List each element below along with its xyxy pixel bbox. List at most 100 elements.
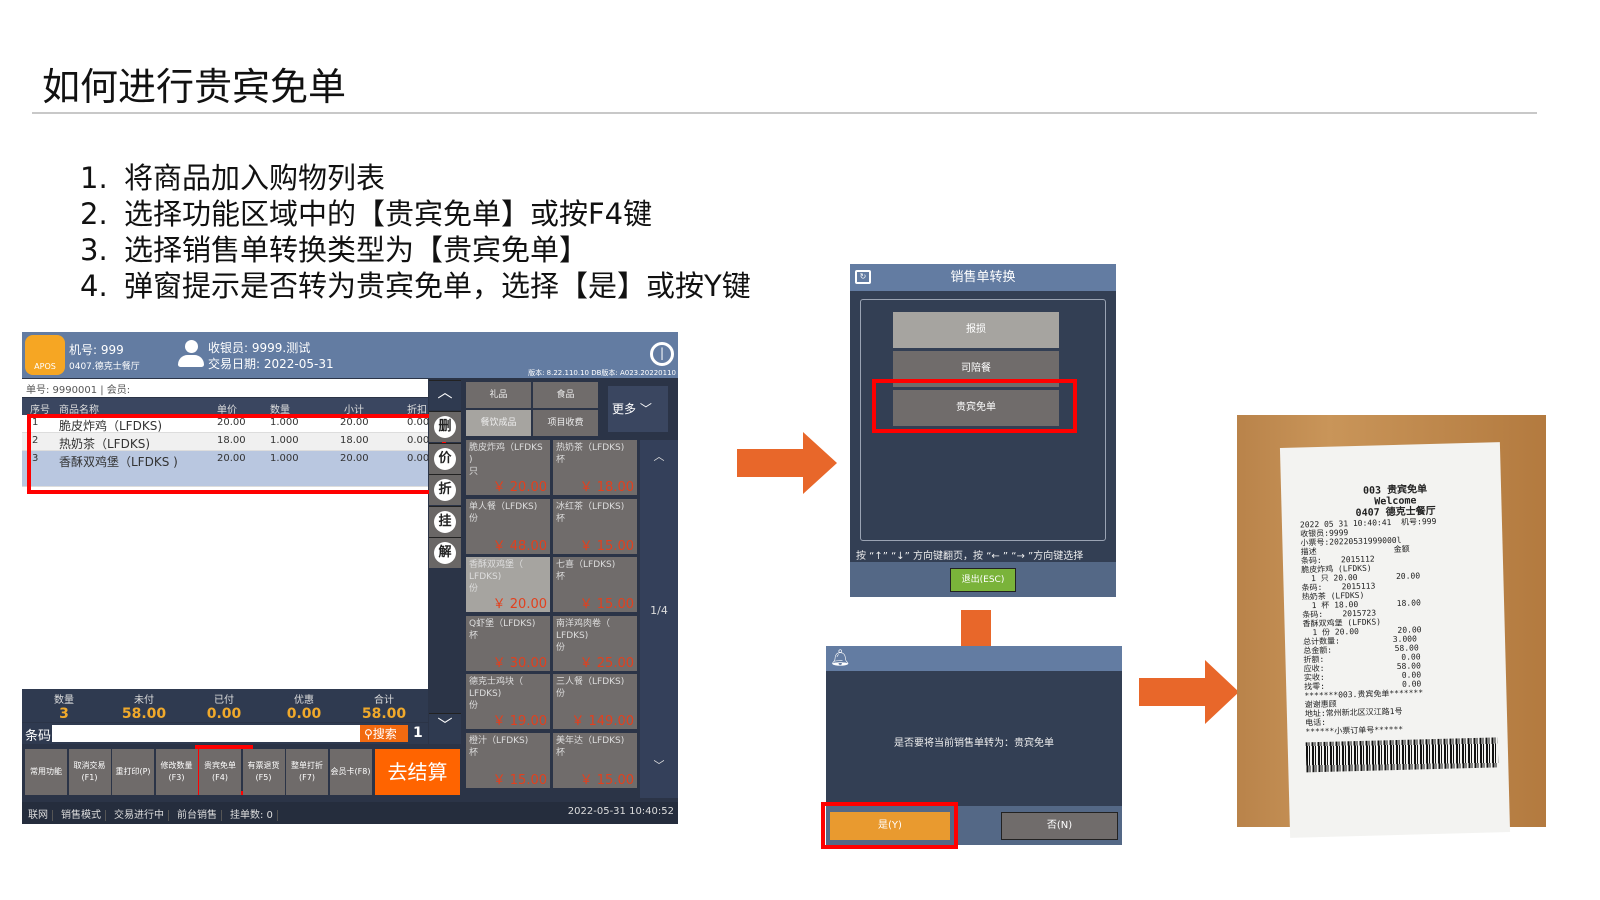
product-unit: 份 [469,701,479,711]
step-item: 4.弹窗提示是否转为贵宾免单，选择【是】或按Y键 [80,268,751,304]
cell-name: 香酥双鸡堡（LFDKS ) [59,455,178,469]
category-tab[interactable]: 食品 [533,382,598,408]
category-tab[interactable]: 项目收费 [533,410,598,436]
function-button[interactable]: 贵宾免单 (F4) [199,749,241,795]
function-button[interactable]: 修改数量 (F3) [155,749,198,795]
summary-value: 58.00 [361,706,407,722]
arrow-right-icon [1139,660,1239,724]
product-tile[interactable]: 冰红茶（LFDKS)杯￥ 15.00 [553,498,637,554]
cell-disc: 0.00 [407,453,430,464]
cell-price: 20.00 [217,453,246,464]
product-price: ￥ 15.00 [579,597,634,612]
summary-label: 优惠 [294,695,314,706]
function-button[interactable]: 常用功能 [25,749,67,795]
cell-disc: 0.00 [407,435,430,446]
confirm-message: 是否要将当前销售单转为：贵宾免单 [894,738,1054,749]
product-price: ￥ 20.00 [492,480,547,495]
search-button[interactable]: ⚲搜索 [360,725,408,742]
product-tile[interactable]: 三人餐（LFDKS)份￥ 149.00 [553,674,637,729]
column-header: 折扣 [407,405,427,416]
page-up-button[interactable]: ︿ [653,450,665,463]
product-unit: 杯 [469,630,479,641]
cell-no: 2 [32,435,39,446]
checkout-button[interactable]: 去结算 [375,749,460,795]
product-price: ￥ 30.00 [492,655,547,671]
step-number: 2. [80,197,108,231]
status-item: 前台销售 [177,810,222,821]
option-vip-free[interactable]: 贵宾免单 [893,390,1059,426]
side-button[interactable]: 删 [429,411,461,442]
power-icon[interactable]: | [650,342,674,366]
function-button[interactable]: 重打印(P) [112,749,154,795]
bell-icon: 🔔︎ [830,648,851,667]
yes-button[interactable]: 是(Y) [830,812,950,840]
product-name: 七喜（LFDKS) [556,560,616,570]
side-button-label: 价 [434,447,456,470]
convert-dialog: ↻ 销售单转换 报损 司陪餐 贵宾免单 按 “↑” “↓” 方向键翻页，按 “←… [850,264,1116,597]
product-tile[interactable]: 德克士鸡块（ LFDKS)份￥ 19.00 [466,674,550,729]
confirm-title-bar: 🔔︎ [826,646,1122,671]
function-button[interactable]: 取消交易 (F1) [68,749,111,795]
summary-label: 未付 [134,695,154,706]
more-button[interactable]: 更多 ﹀ [608,386,668,432]
receipt-barcode [1305,737,1499,773]
apos-logo: APOS [25,335,65,375]
product-tile[interactable]: 脆皮炸鸡（LFDKS )只￥ 20.00 [466,440,550,495]
step-text: 选择功能区域中的【贵宾免单】或按F4键 [124,197,653,231]
highlight-vip-option [872,379,1077,433]
product-tile[interactable]: 美年达（LFDKS)杯￥ 15.00 [553,732,637,788]
side-button[interactable]: 解 [429,537,461,568]
highlight-yes [821,802,958,849]
product-price: ￥ 15.00 [579,772,634,788]
title-divider [32,112,1537,114]
product-price: ￥ 19.00 [492,714,547,729]
product-tile[interactable]: 七喜（LFDKS)杯￥ 15.00 [553,557,637,612]
order-info: 单号: 9990001 | 会员: [22,379,428,397]
product-tile[interactable]: 单人餐（LFDKS)份￥ 48.00 [466,498,550,554]
no-button[interactable]: 否(N) [1001,812,1118,840]
barcode-input[interactable] [52,725,360,742]
function-button[interactable]: 会员卡(F8) [329,749,372,795]
function-button[interactable]: 有票退货 (F5) [242,749,285,795]
barcode-row: 条码 ⚲搜索 1 [22,723,428,744]
scroll-up-button[interactable]: ︿ [429,380,461,410]
product-tile[interactable]: 香酥双鸡堡（ LFDKS)份￥ 20.00 [466,557,550,612]
product-name: 热奶茶（LFDKS) [556,443,625,453]
product-unit: 杯 [556,513,566,524]
product-tile[interactable]: Q虾堡（LFDKS)杯￥ 30.00 [466,615,550,671]
cell-qty: 1.000 [270,417,299,428]
product-price: ￥ 25.00 [579,655,634,671]
step-text: 将商品加入购物列表 [124,161,386,195]
step-item: 2. 选择功能区域中的【贵宾免单】或按F4键 [80,196,751,232]
product-pager: ︿ 1/4 ﹀ [640,440,678,798]
product-name: 美年达（LFDKS) [556,735,625,746]
product-panel: 更多 ﹀ ︿ 1/4 ﹀ 礼品食品餐饮成品项目收费脆皮炸鸡（LFDKS )只￥ … [462,380,678,800]
cashier: 收银员: 9999.测试 [208,341,311,355]
option-baosun[interactable]: 报损 [893,312,1059,348]
product-tile[interactable]: 橙汁（LFDKS)杯￥ 15.00 [466,732,550,788]
cell-sub: 20.00 [340,417,369,428]
side-button[interactable]: 挂 [429,505,461,537]
product-tile[interactable]: 热奶茶（LFDKS)杯￥ 18.00 [553,440,637,495]
side-button[interactable]: 价 [429,442,461,474]
scroll-down-button[interactable]: ﹀ [429,713,461,744]
column-header: 序号 [30,405,50,416]
product-unit: 杯 [469,747,479,758]
cell-name: 脆皮炸鸡（LFDKS) [59,419,162,433]
product-tile[interactable]: 南洋鸡肉卷（ LFDKS)份￥ 25.00 [553,615,637,671]
category-tab[interactable]: 礼品 [466,382,531,408]
page-down-button[interactable]: ﹀ [653,759,665,772]
product-name: 单人餐（LFDKS) [469,501,538,512]
exit-button[interactable]: 退出(ESC) [950,568,1016,592]
side-button[interactable]: 折 [429,474,461,505]
category-tab[interactable]: 餐饮成品 [466,410,531,436]
function-button[interactable]: 整单打折 (F7) [286,749,328,795]
